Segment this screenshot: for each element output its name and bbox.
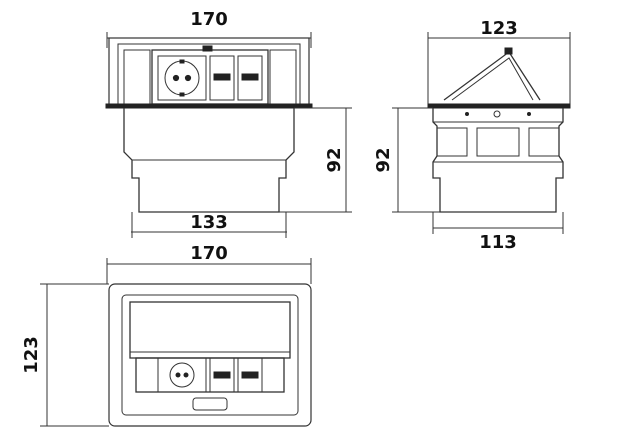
front-socket-pin-left [172, 74, 180, 82]
side-body-outline [432, 108, 564, 213]
side-body-screw-icon [493, 110, 501, 118]
top-usb-module-2 [237, 357, 263, 393]
side-body-center-recess [476, 127, 520, 157]
side-body-right-recess [528, 127, 559, 157]
side-open-lid [443, 51, 541, 101]
top-height-label: 123 [21, 336, 42, 374]
top-view: 170 123 [21, 243, 312, 427]
side-base-label: 113 [479, 232, 517, 253]
side-view: 123 92 113 [373, 18, 571, 253]
top-socket-pin-left [175, 372, 181, 378]
front-usb-module-2 [237, 55, 263, 101]
side-height-label: 92 [373, 147, 394, 172]
front-body-outline [123, 108, 295, 213]
side-width-label: 123 [480, 18, 518, 39]
top-socket-frame [157, 357, 207, 393]
front-usb-port-2-icon [241, 73, 259, 81]
side-lid-hinge [504, 47, 513, 55]
side-body-left-recess [437, 127, 468, 157]
front-width-label: 170 [190, 9, 228, 30]
side-flange [427, 103, 571, 109]
front-view: 170 92 133 [105, 9, 352, 238]
top-usb-port-2-icon [241, 371, 259, 379]
front-flange [105, 103, 313, 109]
front-height-label: 92 [324, 147, 345, 172]
top-width-label: 170 [190, 243, 228, 264]
front-socket-pin-right [184, 74, 192, 82]
front-socket-earth-top [179, 59, 185, 64]
side-body-dot-right [527, 112, 531, 116]
front-usb-port-1-icon [213, 73, 231, 81]
front-socket-earth-bottom [179, 92, 185, 97]
top-usb-module-1 [209, 357, 235, 393]
top-cable-notch [192, 397, 228, 411]
top-socket-icon [169, 362, 195, 388]
side-open-lid-inner [451, 57, 534, 101]
top-usb-port-1-icon [213, 371, 231, 379]
side-body-dot-left [465, 112, 469, 116]
front-usb-module-1 [209, 55, 235, 101]
front-base-label: 133 [190, 212, 228, 233]
top-outer-flange [108, 283, 312, 427]
top-socket-pin-right [183, 372, 189, 378]
front-latch [202, 45, 213, 52]
front-socket-frame [157, 55, 207, 101]
top-inner-frame [121, 294, 299, 416]
